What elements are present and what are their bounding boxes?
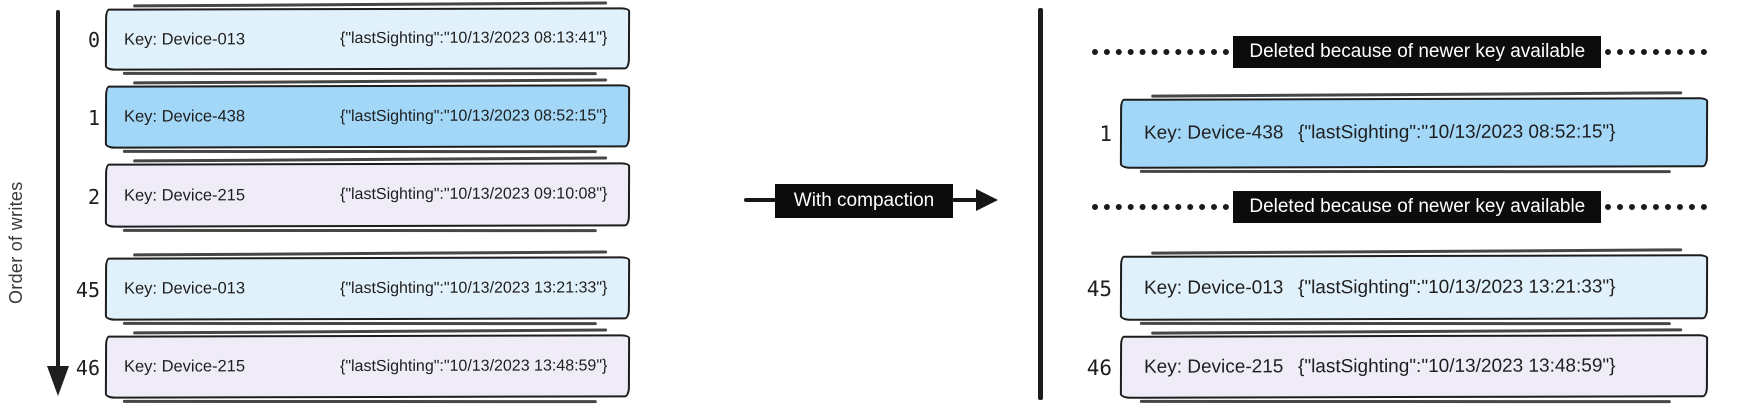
deleted-label: Deleted because of newer key available (1233, 191, 1602, 223)
record-key: Key: Device-215 (123, 185, 246, 205)
right-arrow-icon (976, 189, 998, 211)
record-key: Key: Device-215 (1143, 355, 1284, 378)
record-key: Key: Device-013 (123, 279, 246, 298)
record-box: Key: Device-013 {"lastSighting":"10/13/2… (104, 7, 631, 71)
compaction-arrow-line (744, 198, 777, 202)
record-box: Key: Device-013 {"lastSighting":"10/13/2… (104, 256, 631, 321)
write-index: 46 (1086, 356, 1112, 380)
record-key: Key: Device-215 (123, 357, 246, 376)
record-box: Key: Device-215 {"lastSighting":"10/13/2… (104, 162, 631, 228)
write-index: 1 (87, 106, 100, 130)
record-key: Key: Device-438 (1143, 122, 1284, 144)
record-value: {"lastSighting":"10/13/2023 13:21:33"} (339, 278, 608, 297)
record-box: Key: Device-438 {"lastSighting":"10/13/2… (104, 84, 631, 149)
dotted-line (1092, 204, 1230, 210)
record-value: {"lastSighting":"10/13/2023 08:13:41"} (339, 29, 608, 48)
dotted-line (1605, 49, 1707, 55)
record-key: Key: Device-013 (123, 29, 246, 49)
record-key: Key: Device-438 (123, 107, 246, 126)
record-box: Key: Device-438 {"lastSighting":"10/13/2… (1119, 97, 1709, 169)
compacted-log-axis-line (1038, 8, 1043, 400)
dotted-line (1092, 49, 1230, 55)
record-value: {"lastSighting":"10/13/2023 08:52:15"} (339, 106, 608, 125)
dotted-line (1605, 204, 1707, 210)
compaction-arrow-line (951, 198, 978, 202)
record-box: Key: Device-215 {"lastSighting":"10/13/2… (104, 334, 631, 399)
record-value: {"lastSighting":"10/13/2023 13:48:59"} (1297, 354, 1616, 377)
record-value: {"lastSighting":"10/13/2023 09:10:08"} (339, 185, 608, 204)
write-index: 0 (87, 28, 100, 52)
write-index: 45 (75, 278, 100, 302)
deleted-label: Deleted because of newer key available (1233, 36, 1602, 68)
write-index: 46 (75, 356, 100, 380)
deleted-marker-row: Deleted because of newer key available (1092, 191, 1707, 223)
record-key: Key: Device-013 (1143, 276, 1284, 299)
record-value: {"lastSighting":"10/13/2023 13:48:59"} (339, 356, 608, 375)
record-value: {"lastSighting":"10/13/2023 13:21:33"} (1297, 275, 1616, 298)
order-of-writes-label: Order of writes (6, 181, 26, 304)
order-of-writes-axis-line (56, 10, 60, 368)
record-box: Key: Device-215 {"lastSighting":"10/13/2… (1119, 334, 1709, 399)
write-index: 1 (1099, 122, 1112, 146)
record-value: {"lastSighting":"10/13/2023 08:52:15"} (1297, 121, 1616, 144)
record-box: Key: Device-013 {"lastSighting":"10/13/2… (1119, 254, 1709, 321)
deleted-marker-row: Deleted because of newer key available (1092, 36, 1707, 68)
with-compaction-label: With compaction (775, 184, 953, 218)
write-index: 45 (1086, 277, 1112, 301)
down-arrow-icon (47, 366, 69, 396)
write-index: 2 (87, 185, 100, 209)
